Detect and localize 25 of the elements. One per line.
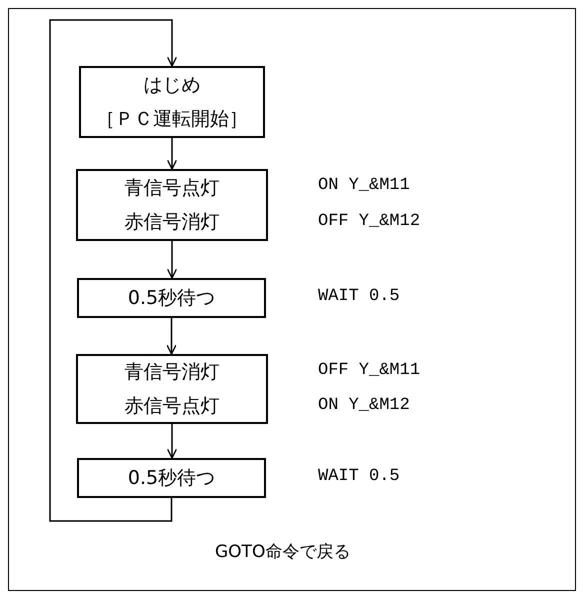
command-text: ON Y_&M12 (318, 396, 410, 414)
command-text: WAIT 0.5 (318, 287, 400, 306)
arrow (166, 241, 178, 279)
note-text: GOTO命令で戻る (215, 541, 350, 563)
command-text: WAIT 0.5 (318, 467, 400, 486)
step-text: 0.5秒待つ (128, 466, 216, 491)
step-text: 0.5秒待つ (128, 286, 216, 311)
step-text: ［ＰＣ運転開始］ (96, 107, 248, 132)
step-text: 青信号点灯 (124, 176, 220, 201)
arrow (166, 138, 178, 170)
arrow (49, 19, 178, 522)
process-box (77, 278, 266, 318)
process-box (77, 458, 266, 498)
step-text: はじめ (144, 73, 200, 98)
command-text: OFF Y_&M11 (318, 360, 420, 380)
step-text: 赤信号点灯 (124, 394, 220, 419)
command-text: OFF Y_&M12 (318, 212, 420, 231)
arrow (166, 424, 178, 459)
arrow (166, 318, 177, 355)
step-text: 赤信号消灯 (124, 210, 220, 235)
process-box (76, 169, 268, 241)
process-box (79, 66, 265, 138)
process-box (76, 354, 268, 424)
command-text: ON Y_&M11 (318, 176, 410, 195)
step-text: 青信号消灯 (124, 360, 220, 385)
